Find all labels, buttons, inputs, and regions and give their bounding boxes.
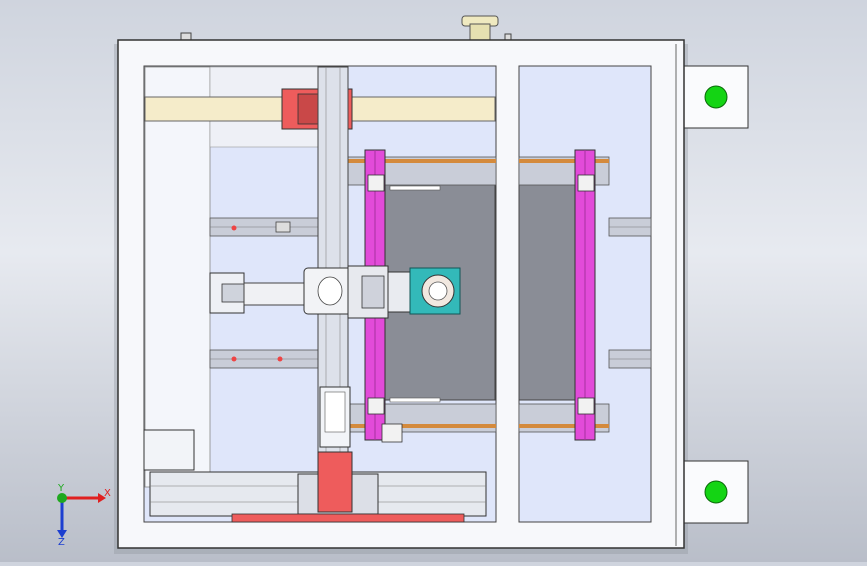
red-base-strip [231,513,465,523]
cylinder-assembly [209,265,389,319]
belt-top [347,156,610,191]
bottom-actuator [143,429,487,523]
magenta-slider-right [574,149,596,441]
indicator-light-icon [704,480,728,504]
z-axis-label: Z [58,537,65,548]
gripper-assembly [387,267,461,315]
right-bracket-bottom [683,460,749,524]
top-knob [180,15,512,43]
indicator-light-icon [704,85,728,109]
y-axis-label: Y [57,483,65,494]
rail-upper-right [608,217,652,237]
left-panel [144,66,211,488]
x-axis-label: X [104,488,111,499]
rail-lower-left [209,349,321,369]
top-latch [180,32,192,41]
right-bracket-top [683,65,749,129]
rail-lower-right [608,349,652,369]
top-latch-2 [504,33,512,41]
red-carriage [317,451,353,513]
rail-upper-left [209,217,321,237]
coordinate-triad-icon: X Y Z [57,483,111,548]
